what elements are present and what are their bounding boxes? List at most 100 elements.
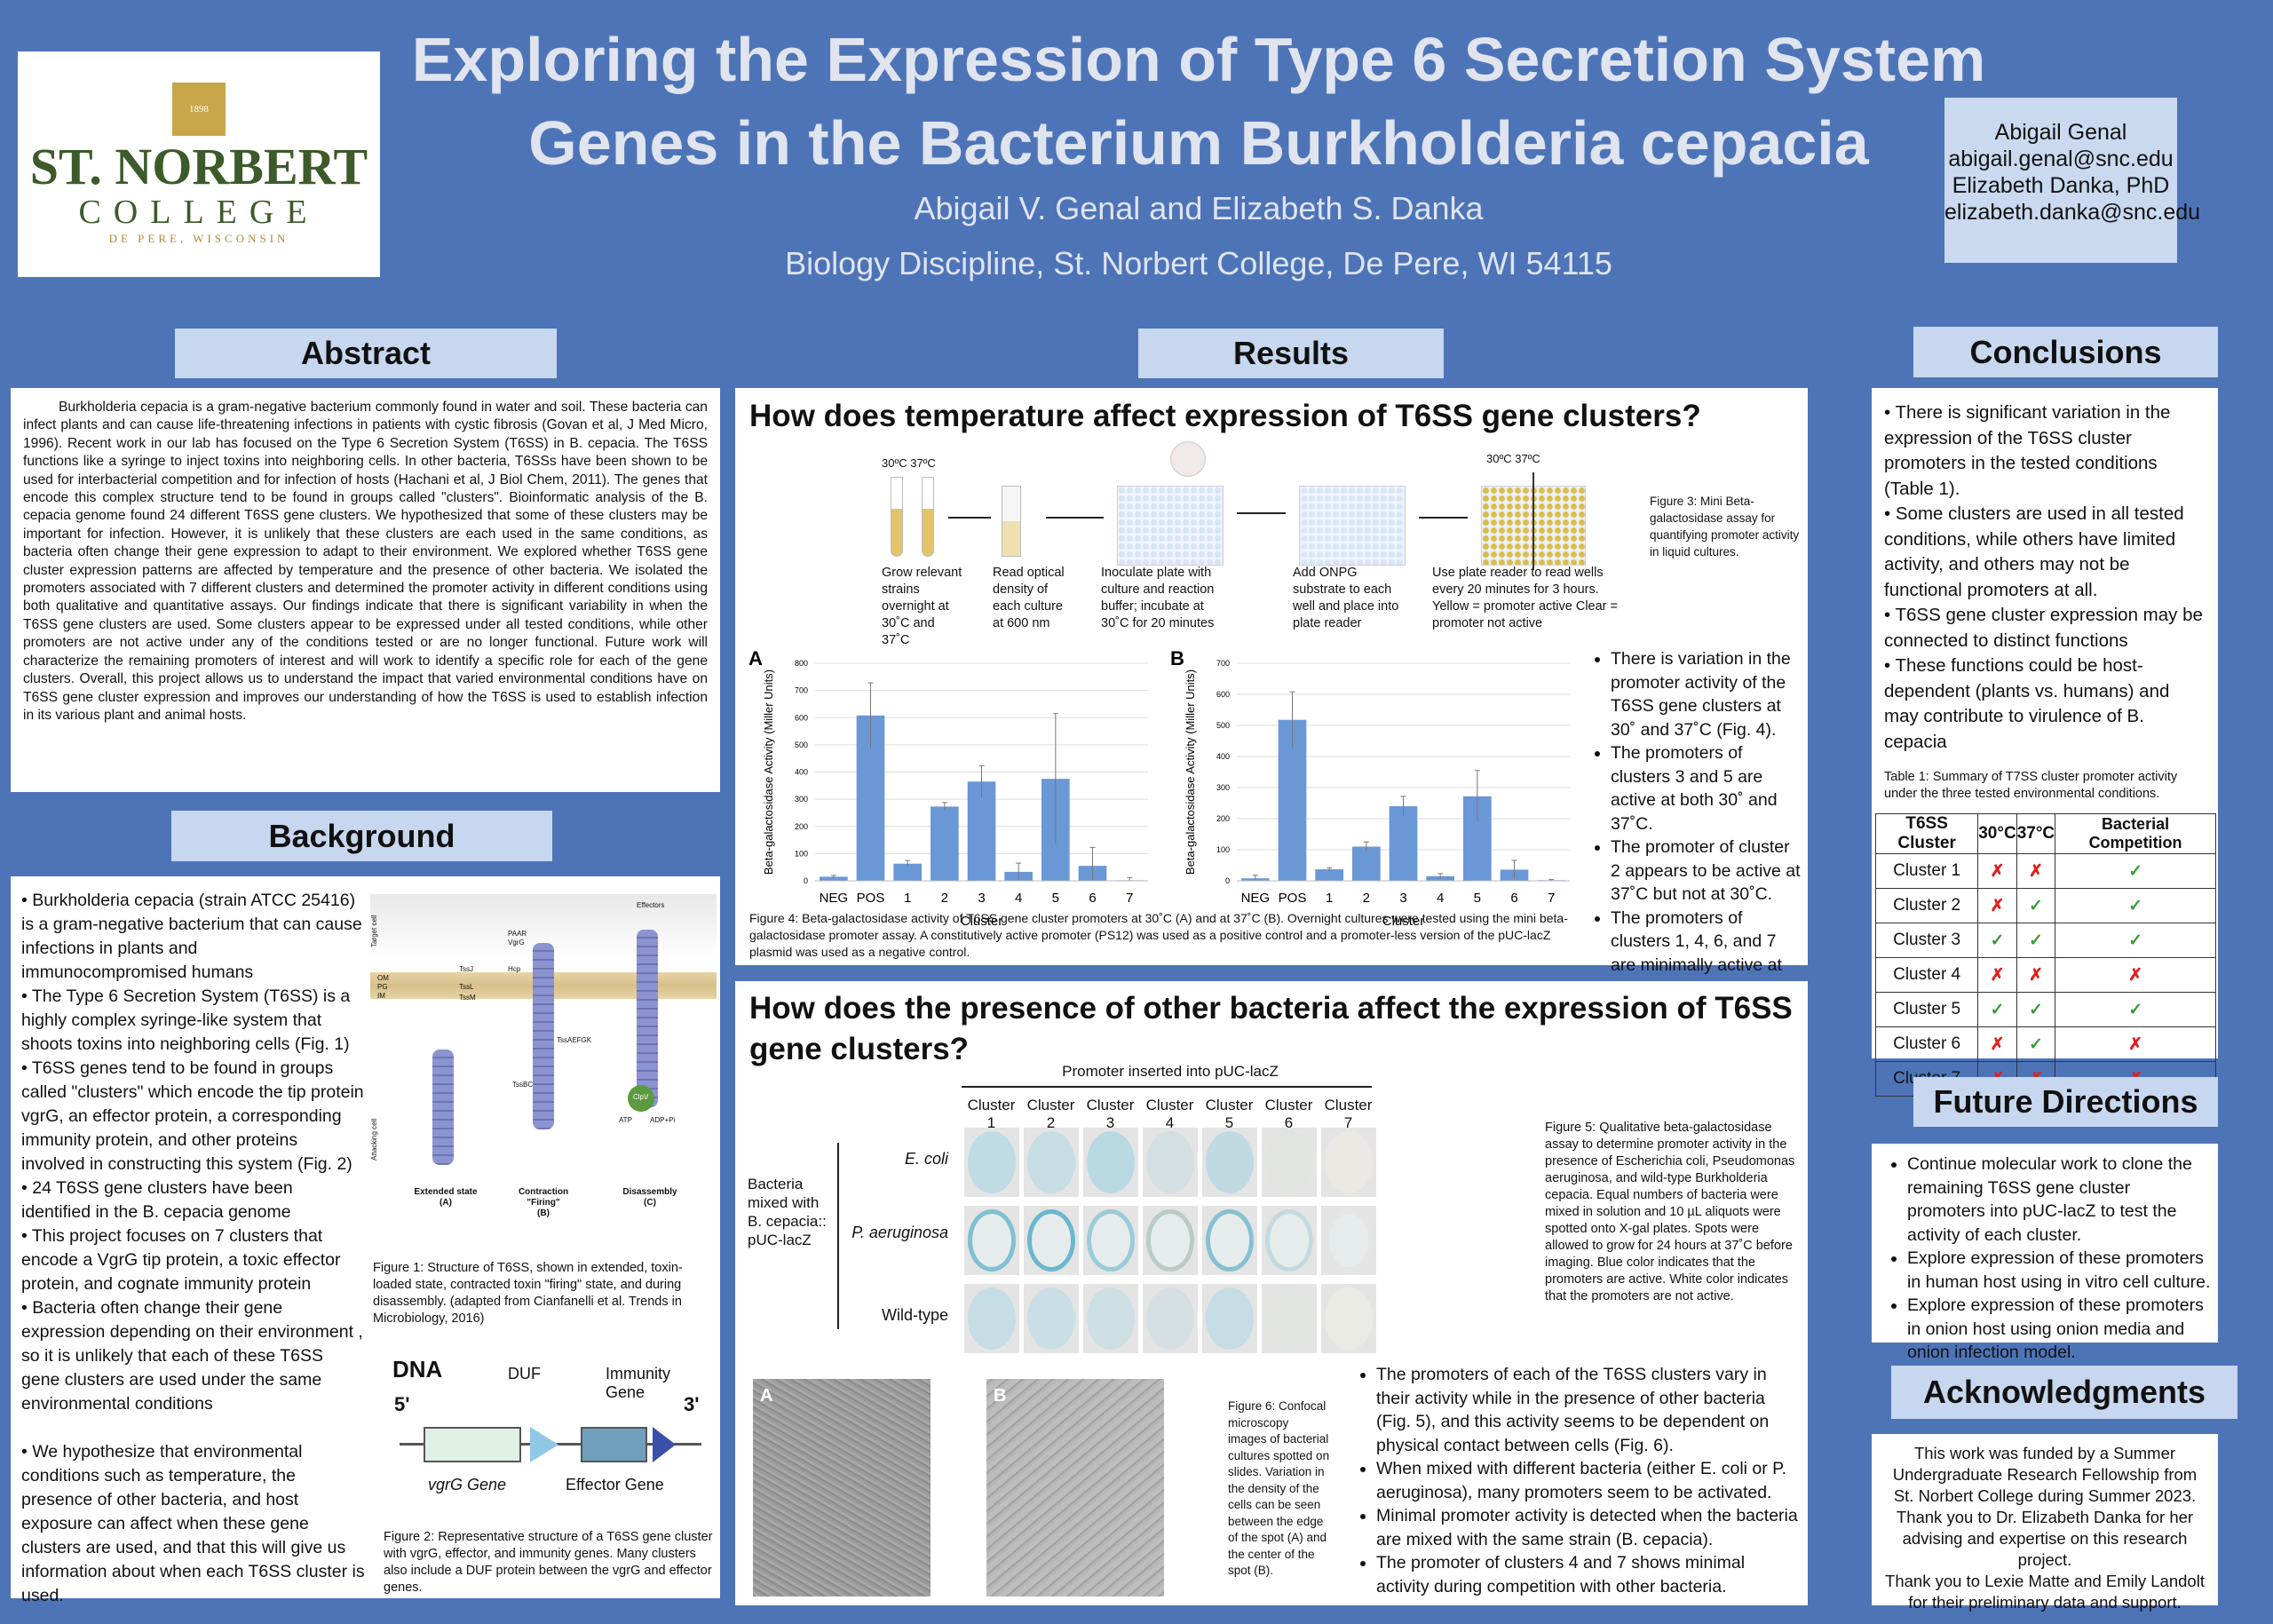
bacterial-spot: [1146, 1131, 1194, 1193]
background-bullet: • Burkholderia cepacia (strain ATCC 2541…: [21, 891, 362, 982]
plate-photo: [1321, 1128, 1376, 1197]
plate-photo: [1202, 1206, 1257, 1275]
competition-bullets: The promoters of each of the T6SS cluste…: [1348, 1363, 1802, 1598]
plate-photo: [1321, 1284, 1376, 1353]
result-bullet: The promoters of each of the T6SS cluste…: [1376, 1363, 1802, 1457]
cluster-column-label: Cluster 4: [1145, 1097, 1194, 1131]
chart-panel-label: B: [1170, 647, 1184, 669]
y-tick-label: 400: [795, 768, 808, 777]
background-panel: • Burkholderia cepacia (strain ATCC 2541…: [11, 876, 720, 1605]
contact-email-2[interactable]: elizabeth.danka@snc.edu: [1944, 200, 2201, 225]
clpv-icon: [628, 1085, 654, 1112]
result-bullet: The promoter of cluster 2 appears to be …: [1611, 836, 1803, 907]
x-tick-label: 2: [1363, 891, 1370, 906]
y-axis-label: Beta-galactosidase Activity (Miller Unit…: [1184, 669, 1197, 875]
contact-box: Abigail Genal abigail.genal@snc.edu Eliz…: [1944, 98, 2201, 263]
dna-label: DNA: [392, 1356, 443, 1382]
state-label: (B): [537, 1208, 550, 1218]
bacterial-spot: [1087, 1287, 1135, 1350]
atp-label: ATP: [619, 1116, 632, 1124]
x-tick-label: 4: [1437, 891, 1444, 906]
plate-photo: [1024, 1284, 1079, 1353]
bacterial-spot: [1146, 1209, 1194, 1271]
bacterial-spot: [1325, 1209, 1373, 1271]
plate-photo: [1024, 1128, 1079, 1197]
bacterial-spot: [1265, 1287, 1313, 1350]
plate-photo: [1083, 1206, 1138, 1275]
contact-email-1[interactable]: abigail.genal@snc.edu: [1948, 147, 2174, 171]
future-panel: Continue molecular work to clone the rem…: [1872, 1144, 2218, 1362]
logo-place: DE PERE, WISCONSIN: [108, 232, 289, 245]
bar: [893, 863, 922, 881]
x-tick-label: 7: [1548, 891, 1555, 906]
result-bullet: Minimal promoter activity is detected wh…: [1376, 1504, 1802, 1551]
figure-1-diagram: Extended state(A) Contraction "Firing"(B…: [370, 894, 717, 1232]
figure-2-caption: Figure 2: Representative structure of a …: [384, 1530, 713, 1595]
chart-panel-label: A: [748, 647, 763, 669]
figure-4-caption: Figure 4: Beta-galactosidase activity of…: [749, 911, 1568, 959]
cluster-cell: Cluster 6: [1874, 1026, 1979, 1062]
image-b-label: B: [994, 1386, 1007, 1406]
state-label: Extended state: [414, 1187, 478, 1197]
figure-6-caption: Figure 6: Confocal microscopy images of …: [1228, 1399, 1330, 1577]
plate-photo: [964, 1284, 1019, 1353]
results-heading: Results: [1138, 329, 1444, 378]
title-line-2: Genes in the Bacterium Burkholderia cepa…: [528, 108, 1869, 178]
im-label: IM: [377, 992, 385, 1000]
ack-text: Thank you to Dr. Elizabeth Danka for her…: [1896, 1508, 2194, 1569]
tssm-label: TssM: [459, 994, 476, 1002]
contact-name-1: Abigail Genal: [1994, 120, 2127, 145]
conclusions-heading: Conclusions: [1913, 327, 2218, 377]
bar: [967, 781, 996, 881]
table-row: Cluster 1✗✗✓: [1874, 853, 2216, 889]
future-heading: Future Directions: [1913, 1077, 2218, 1127]
abstract-heading: Abstract: [175, 329, 557, 378]
table-row: Cluster 5✓✓✓: [1874, 992, 2216, 1027]
y-tick-label: 300: [795, 795, 808, 804]
future-bullet: Continue molecular work to clone the rem…: [1907, 1153, 2211, 1247]
tube-temps: 30ºC 37ºC: [882, 456, 936, 470]
x-tick-label: 6: [1510, 891, 1517, 906]
bacterial-spot: [1087, 1131, 1135, 1193]
status-cell: ✓: [2055, 923, 2216, 958]
results-temperature-panel: How does temperature affect expression o…: [735, 388, 1808, 998]
conclusion-bullet: • These functions could be host-dependen…: [1884, 655, 2170, 752]
plate-photo: [1321, 1206, 1376, 1275]
effectors-label: Effectors: [637, 901, 665, 909]
bacterial-spot: [1206, 1209, 1254, 1271]
cluster-cell: Cluster 2: [1874, 888, 1979, 923]
x-axis-label: Cluster: [961, 914, 1003, 929]
microscopy-image-a: A: [753, 1379, 931, 1596]
x-tick-label: POS: [1279, 891, 1307, 906]
status-cell: ✗: [1977, 888, 2017, 923]
plate-photo: [964, 1128, 1019, 1197]
summary-table: T6SS Cluster 30°C 37°C Bacterial Competi…: [1874, 813, 2216, 1097]
plate-photo: [1262, 1128, 1317, 1197]
future-bullet: Explore expression of these promoters in…: [1907, 1247, 2211, 1294]
table-1-caption: Table 1: Summary of T7SS cluster promote…: [1884, 770, 2178, 801]
status-cell: ✓: [1977, 992, 2017, 1027]
x-axis-label: Cluster: [1382, 914, 1425, 929]
status-cell: ✓: [2016, 888, 2056, 923]
fig5-top-label: Promoter inserted into pUC-lacZ: [1062, 1063, 1279, 1080]
step-5: Use plate reader to read wells every 20 …: [1432, 566, 1619, 630]
x-tick-label: 5: [1052, 891, 1059, 906]
fig5-side-label: Bacteria mixed with B. cepacia:: pUC-lac…: [748, 1176, 827, 1248]
row-label-wildtype: Wild-type: [881, 1306, 948, 1324]
pg-label: PG: [377, 983, 388, 991]
attacking-cell-label: Attacking cell: [370, 1118, 378, 1161]
y-tick-label: 0: [804, 876, 808, 885]
bacterial-spot: [1206, 1287, 1254, 1350]
conclusion-bullet: • Some clusters are used in all tested c…: [1884, 503, 2184, 600]
state-label: (C): [644, 1198, 656, 1208]
background-bullets: • Burkholderia cepacia (strain ATCC 2541…: [21, 889, 366, 1608]
y-tick-label: 600: [1216, 690, 1230, 699]
bar: [1315, 869, 1343, 881]
three-prime-label: 3': [684, 1393, 700, 1415]
hcp-label: Hcp: [508, 965, 521, 973]
arrow-icon: [948, 517, 991, 519]
plate-photo: [1143, 1128, 1198, 1197]
table-row: Cluster 2✗✓✓: [1874, 888, 2216, 923]
y-tick-label: 700: [795, 686, 808, 695]
x-tick-label: 2: [941, 891, 948, 906]
